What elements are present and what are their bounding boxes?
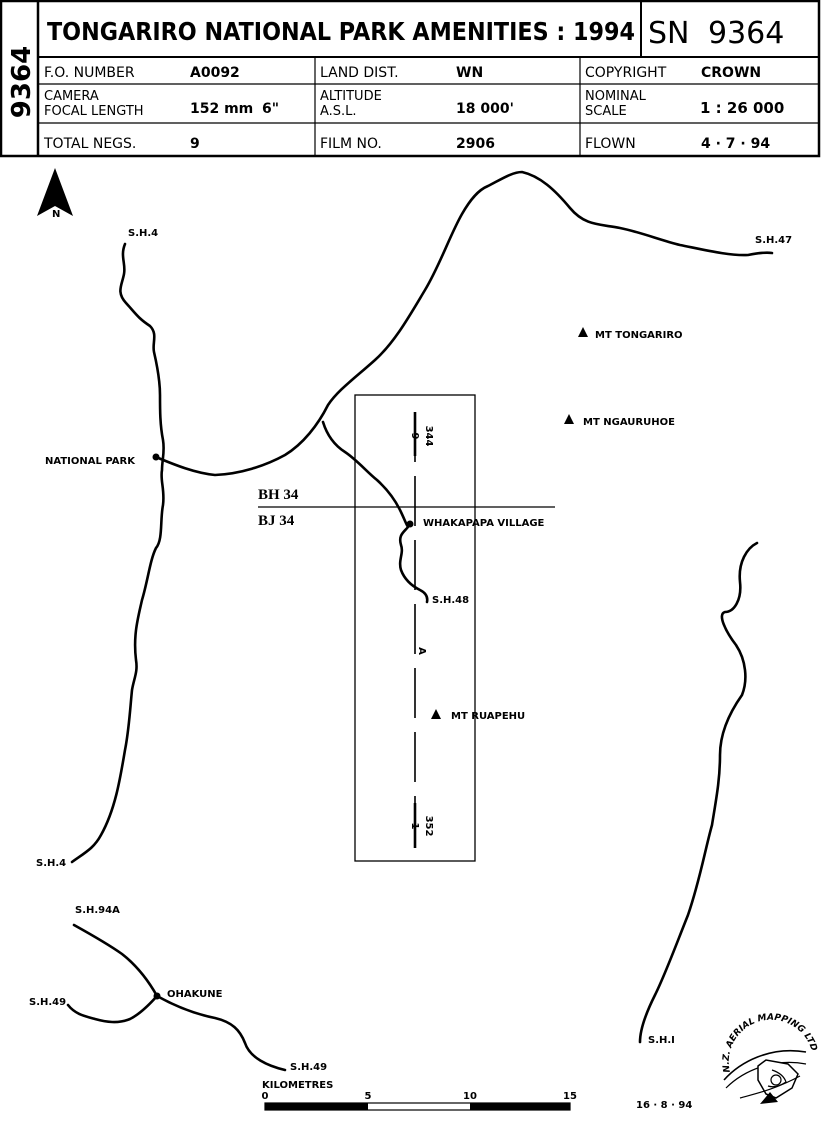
- nz-aerial-mapping-logo-icon: N.Z. AERIAL MAPPING LTD: [722, 1013, 819, 1104]
- scale-label: SCALE: [585, 104, 627, 119]
- label-mt-ngauruhoe: MT NGAURUHOE: [583, 417, 675, 428]
- label-national-park: NATIONAL PARK: [45, 456, 136, 467]
- scale-bar-seg-1: [265, 1103, 368, 1110]
- flight-end-run: 1: [409, 823, 420, 830]
- flight-start-frame: 344: [423, 426, 434, 447]
- scale-tick-10: 10: [463, 1091, 477, 1102]
- road-sh94a: [72, 923, 159, 998]
- focal-length-mm: 152 mm: [190, 101, 253, 117]
- road-sh49-south: [155, 994, 287, 1072]
- national-park-marker-icon: [152, 453, 160, 461]
- nominal-label: NOMINAL: [585, 89, 647, 104]
- north-label: N: [52, 209, 60, 220]
- issue-date: 16 · 8 · 94: [636, 1100, 692, 1111]
- scale-tick-15: 15: [563, 1091, 577, 1102]
- scale-tick-5: 5: [365, 1091, 372, 1102]
- road-sh1: [638, 541, 759, 1044]
- label-sh94a: S.H.94A: [75, 905, 120, 916]
- sn-number: 9364: [708, 16, 784, 51]
- total-negs-label: TOTAL NEGS.: [43, 136, 136, 152]
- sheet-title: TONGARIRO NATIONAL PARK AMENITIES : 1994: [47, 17, 635, 46]
- peak-ngauruhoe-icon: [564, 414, 574, 424]
- road-sh49-west: [66, 994, 159, 1024]
- scale-bar-title: KILOMETRES: [262, 1080, 333, 1091]
- label-sh48: S.H.48: [432, 595, 469, 606]
- copyright-value: CROWN: [701, 65, 761, 81]
- grid-label-bh34: BH 34: [258, 487, 299, 503]
- film-no-value: 2906: [456, 136, 495, 152]
- sheet-id: 9364: [7, 46, 37, 118]
- scale-tick-0: 0: [262, 1091, 269, 1102]
- fo-number-label: F.O. NUMBER: [44, 65, 135, 81]
- flight-end-frame: 352: [423, 816, 434, 837]
- scale-value: 1 : 26 000: [700, 99, 784, 117]
- total-negs-value: 9: [190, 136, 200, 152]
- scale-bar-seg-3: [470, 1103, 570, 1110]
- header-border: [0, 0, 821, 158]
- label-whakapapa: WHAKAPAPA VILLAGE: [423, 518, 545, 529]
- road-sh48: [321, 420, 429, 604]
- north-arrow-icon: [37, 168, 73, 216]
- flight-start-run: 9: [409, 433, 420, 440]
- film-no-label: FILM NO.: [320, 136, 382, 152]
- header-table: 9364 TONGARIRO NATIONAL PARK AMENITIES :…: [0, 0, 821, 158]
- focal-length-in: 6": [262, 101, 279, 117]
- focal-length-label: FOCAL LENGTH: [44, 104, 144, 119]
- label-ohakune: OHAKUNE: [167, 989, 223, 1000]
- flight-run-label: A: [416, 647, 427, 655]
- road-sh4-north: [70, 242, 165, 864]
- label-sh49-south: S.H.49: [290, 1062, 327, 1073]
- whakapapa-marker-icon: [406, 520, 414, 528]
- coverage-box: [354, 394, 476, 862]
- altitude-value: 18 000': [456, 101, 514, 117]
- label-sh4-south: S.H.4: [36, 858, 66, 869]
- fo-number-value: A0092: [190, 65, 240, 81]
- label-sh49-west: S.H.49: [29, 997, 66, 1008]
- label-sh4-north: S.H.4: [128, 228, 158, 239]
- land-dist-value: WN: [456, 65, 483, 81]
- label-mt-ruapehu: MT RUAPEHU: [451, 711, 525, 722]
- grid-label-bj34: BJ 34: [258, 513, 295, 529]
- label-sh1: S.H.I: [648, 1035, 675, 1046]
- flown-label: FLOWN: [585, 136, 636, 152]
- peak-tongariro-icon: [578, 327, 588, 337]
- altitude-label: ALTITUDE: [320, 89, 382, 104]
- asl-label: A.S.L.: [320, 104, 357, 119]
- label-mt-tongariro: MT TONGARIRO: [595, 330, 683, 341]
- flown-value: 4 · 7 · 94: [701, 136, 770, 152]
- copyright-label: COPYRIGHT: [585, 65, 667, 81]
- land-dist-label: LAND DIST.: [320, 65, 399, 81]
- peak-ruapehu-icon: [431, 709, 441, 719]
- sn-label: SN: [648, 16, 689, 51]
- label-sh47: S.H.47: [755, 235, 792, 246]
- ohakune-marker-icon: [153, 992, 161, 1000]
- camera-label: CAMERA: [44, 89, 99, 104]
- road-national-park-to-sh47: [154, 170, 774, 477]
